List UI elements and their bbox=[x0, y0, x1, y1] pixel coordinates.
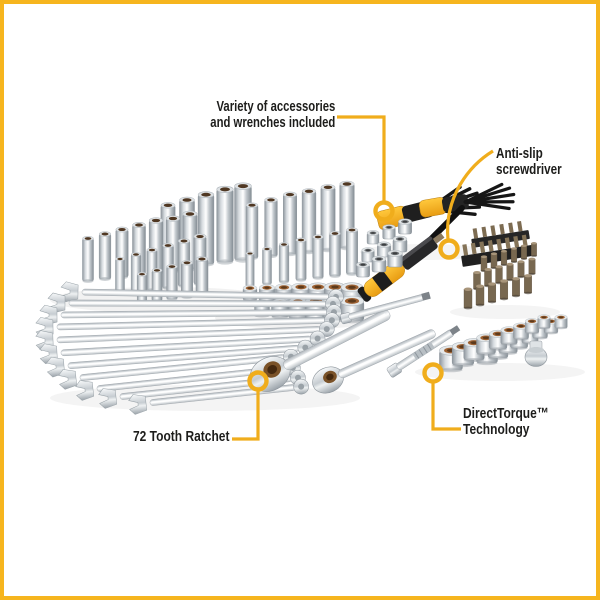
callout-line-direct-torque bbox=[431, 382, 461, 431]
callout-ring-anti-slip bbox=[438, 238, 460, 260]
callout-ratchet-label: 72 Tooth Ratchet bbox=[133, 428, 230, 445]
callout-line-anti-slip bbox=[446, 149, 494, 241]
ratchet-large bbox=[249, 309, 391, 392]
wrench-set bbox=[35, 281, 344, 416]
callout-anti-slip: Anti-slip screwdriver bbox=[496, 146, 562, 178]
screwdriver bbox=[357, 232, 445, 302]
callout-accessories-line2: and wrenches included bbox=[209, 115, 335, 131]
callout-ratchet: 72 Tooth Ratchet bbox=[133, 429, 229, 445]
callout-accessories: Variety of accessories and wrenches incl… bbox=[210, 99, 335, 131]
callout-leaders bbox=[232, 115, 494, 441]
callout-accessories-line1: Variety of accessories bbox=[216, 99, 335, 115]
callout-anti-slip-line2: screwdriver bbox=[496, 161, 562, 178]
callout-ring-direct-torque bbox=[422, 362, 444, 384]
callout-direct-torque-line2: Technology bbox=[463, 421, 530, 438]
callout-line-accessories bbox=[337, 115, 386, 201]
callout-ring-ratchet bbox=[247, 370, 269, 392]
extension-bar-long bbox=[340, 291, 431, 325]
callout-direct-torque-line1: DirectTorque™ bbox=[463, 405, 549, 422]
callout-line-ratchet bbox=[232, 390, 260, 441]
extension-bar-knurled bbox=[386, 325, 461, 378]
bit-holder-strip-back bbox=[471, 221, 530, 248]
deep-socket-set-left bbox=[82, 182, 252, 306]
callout-ring-accessories bbox=[373, 200, 395, 222]
drive-adapter bbox=[524, 340, 548, 367]
callout-direct-torque: DirectTorque™ Technology bbox=[463, 406, 549, 438]
callout-anti-slip-line1: Anti-slip bbox=[496, 145, 543, 162]
ratchet-small bbox=[312, 329, 436, 394]
